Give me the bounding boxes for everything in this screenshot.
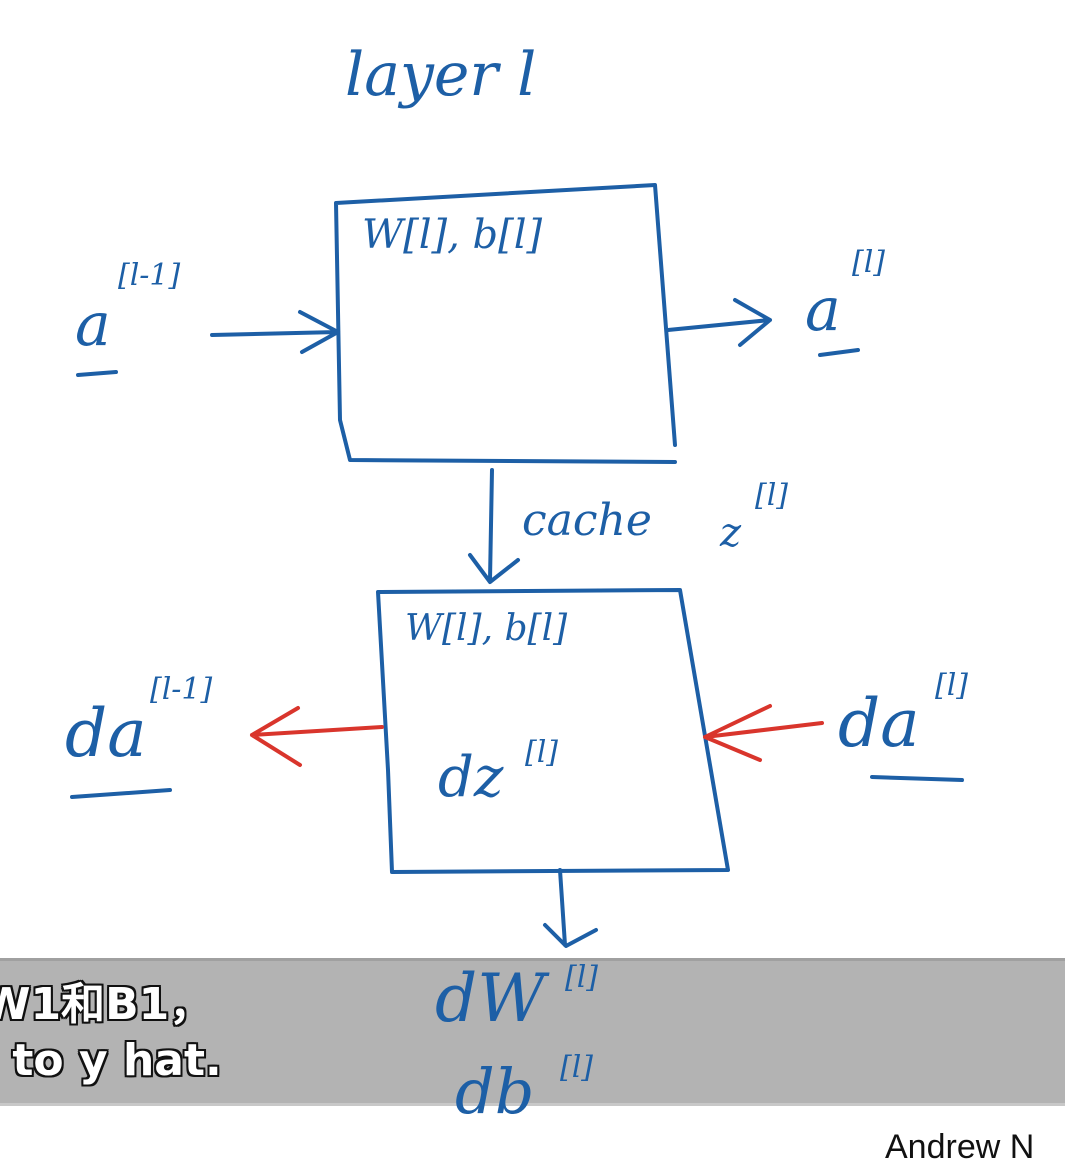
cache-value: z [720, 510, 742, 556]
grad-w-sup: [l] [565, 960, 599, 995]
forward-box [334, 183, 677, 464]
underline-da-out [70, 788, 172, 799]
underline-da-in [870, 775, 964, 782]
credit-text: Andrew N [885, 1128, 1035, 1166]
cache-value-sup: [l] [755, 478, 789, 513]
underline-a-in [76, 370, 118, 377]
cache-label: cache [522, 495, 652, 546]
subtitle-line-1: W1和B1， [0, 979, 214, 1030]
cache-arrow [468, 468, 520, 584]
backward-output: da [65, 695, 147, 772]
grad-w: dW [435, 960, 546, 1037]
backward-output-sup: [l-1] [150, 672, 213, 707]
backward-box-dz-sup: [l] [525, 735, 559, 770]
output-arrow [666, 298, 772, 347]
backward-input-arrow [703, 704, 824, 762]
grad-b: db [455, 1055, 535, 1128]
grad-b-sup: [l] [560, 1050, 594, 1085]
input-arrow [210, 310, 340, 354]
subtitle-band [0, 958, 1065, 1106]
subtitle-line-2: l to y hat. [0, 1035, 222, 1086]
forward-box-params: W[l], b[l] [362, 212, 543, 258]
backward-box-params: W[l], b[l] [405, 608, 568, 649]
backward-input-sup: [l] [935, 668, 969, 703]
input-activation: a [75, 290, 111, 360]
underline-a-out [818, 348, 860, 357]
backward-input: da [838, 685, 920, 762]
backward-output-arrow [250, 706, 384, 767]
layer-title: layer l [345, 40, 537, 110]
grad-arrow [543, 868, 598, 948]
input-activation-sup: [l-1] [118, 258, 181, 293]
output-activation: a [805, 275, 841, 345]
output-activation-sup: [l] [852, 245, 886, 280]
backward-box-dz: dz [438, 745, 504, 810]
